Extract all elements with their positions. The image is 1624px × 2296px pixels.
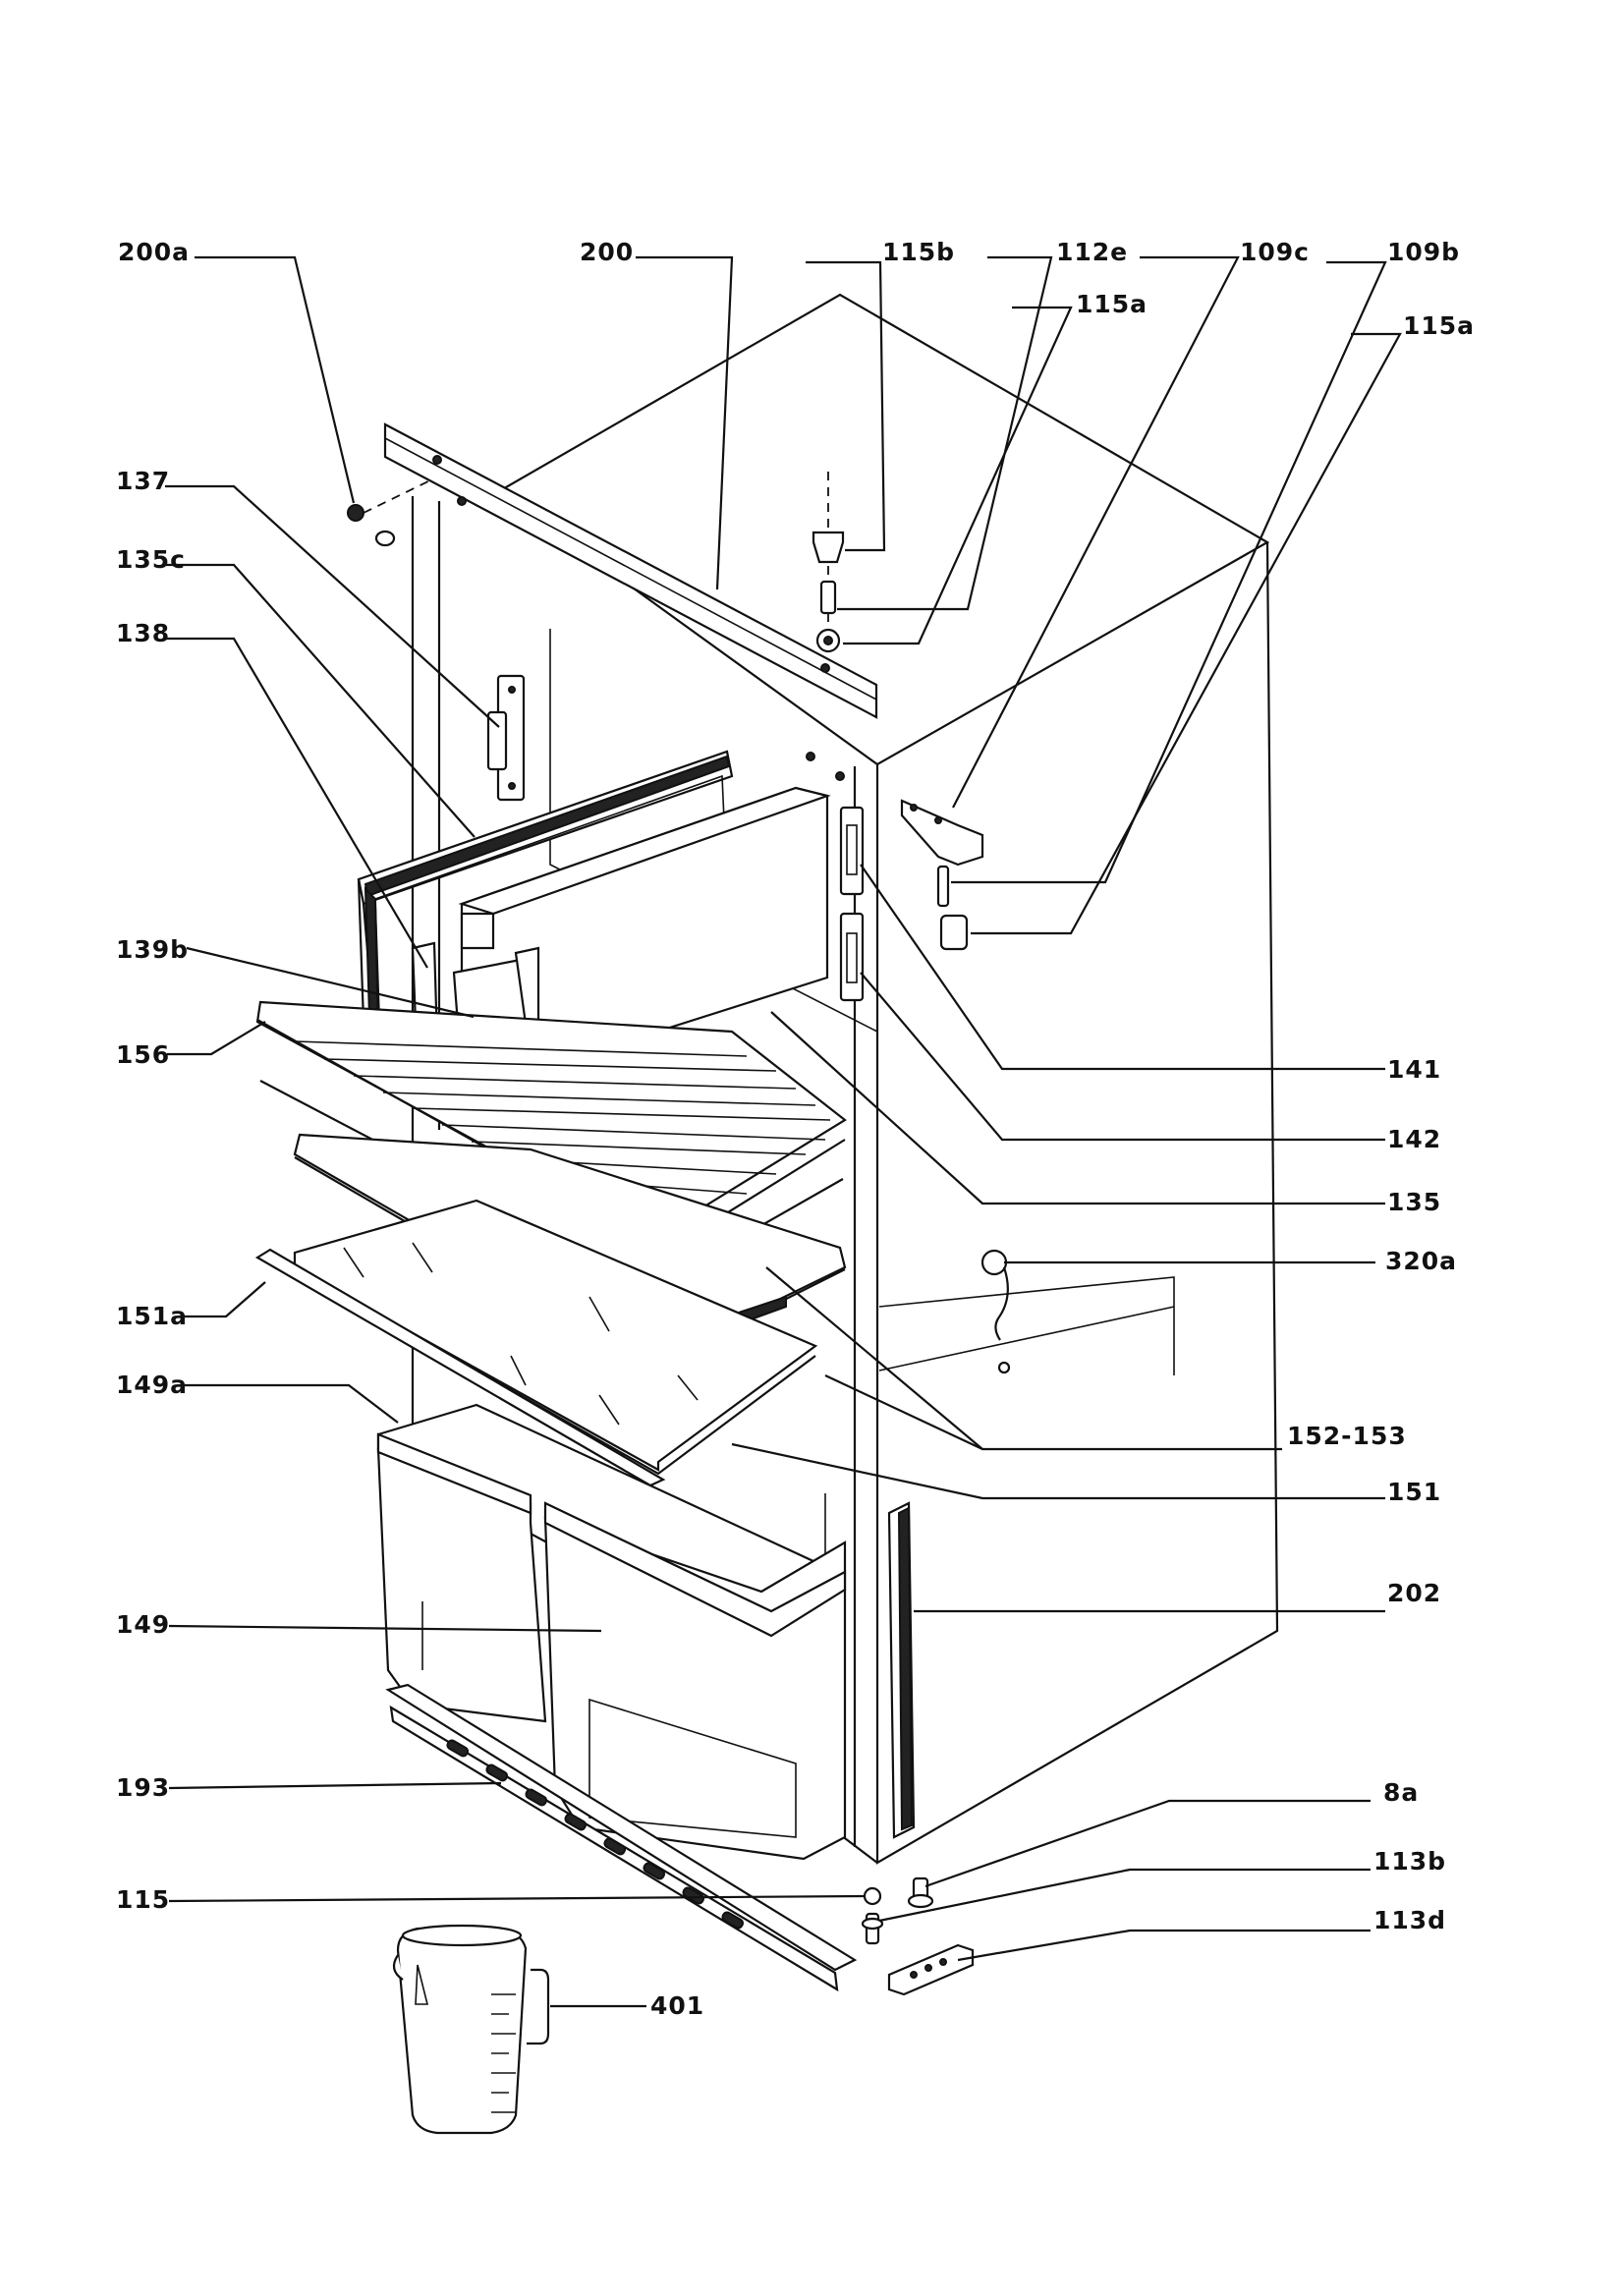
door-hinge-142 bbox=[839, 912, 865, 1002]
label-141: 141 bbox=[1387, 1055, 1441, 1084]
label-109c: 109c bbox=[1240, 238, 1310, 266]
label-202: 202 bbox=[1387, 1579, 1441, 1607]
door-hinge-141 bbox=[839, 806, 865, 896]
label-115b: 115b bbox=[882, 238, 955, 266]
label-142: 142 bbox=[1387, 1125, 1441, 1153]
vertical-trim-202 bbox=[887, 1501, 916, 1839]
label-152-153: 152-153 bbox=[1287, 1422, 1407, 1450]
label-320a: 320a bbox=[1385, 1247, 1457, 1275]
label-115a-right: 115a bbox=[1403, 311, 1475, 340]
freezer-door-135 bbox=[458, 786, 831, 1092]
label-135c: 135c bbox=[116, 545, 186, 574]
label-139b: 139b bbox=[116, 935, 189, 964]
label-200a: 200a bbox=[118, 238, 190, 266]
label-115: 115 bbox=[116, 1885, 170, 1914]
top-hinge-bar bbox=[383, 422, 878, 781]
label-113b: 113b bbox=[1373, 1847, 1446, 1876]
label-137: 137 bbox=[116, 467, 170, 495]
hinge-pin-parts-115b-112e-115a bbox=[812, 472, 845, 653]
measuring-jug-401 bbox=[392, 1924, 550, 2135]
label-151a: 151a bbox=[116, 1302, 188, 1330]
hinge-bracket-109c bbox=[900, 799, 984, 867]
label-149a: 149a bbox=[116, 1371, 188, 1399]
hinge-plate-137 bbox=[486, 674, 526, 802]
label-149: 149 bbox=[116, 1610, 170, 1639]
hinge-pin-109b bbox=[936, 865, 950, 908]
screw-200a bbox=[347, 478, 433, 547]
label-135: 135 bbox=[1387, 1188, 1441, 1216]
label-112e: 112e bbox=[1056, 238, 1128, 266]
part-labels: 200a 200 115b 112e 115a 109c 109b 115a 1… bbox=[116, 238, 1475, 2020]
label-151: 151 bbox=[1387, 1478, 1441, 1506]
kick-plate-193 bbox=[385, 1683, 858, 1992]
label-109b: 109b bbox=[1387, 238, 1460, 266]
bushing-115a bbox=[939, 914, 969, 951]
label-115a-top: 115a bbox=[1076, 290, 1148, 318]
leader-lines bbox=[165, 255, 1402, 2008]
crisper-bins-149 bbox=[376, 1432, 847, 1861]
label-113d: 113d bbox=[1373, 1906, 1446, 1934]
wire-shelf-156 bbox=[255, 1000, 847, 1289]
shelf-trim-151a bbox=[254, 1248, 666, 1487]
label-8a: 8a bbox=[1383, 1778, 1419, 1807]
cable-clip-320a bbox=[980, 1249, 1011, 1374]
label-200: 200 bbox=[580, 238, 634, 266]
foot-8a bbox=[907, 1876, 934, 1909]
label-193: 193 bbox=[116, 1773, 170, 1802]
label-156: 156 bbox=[116, 1040, 170, 1069]
label-138: 138 bbox=[116, 619, 170, 647]
screw-115-113b bbox=[861, 1886, 884, 1945]
label-401: 401 bbox=[650, 1991, 704, 2020]
foot-bracket-113d bbox=[887, 1943, 975, 1996]
